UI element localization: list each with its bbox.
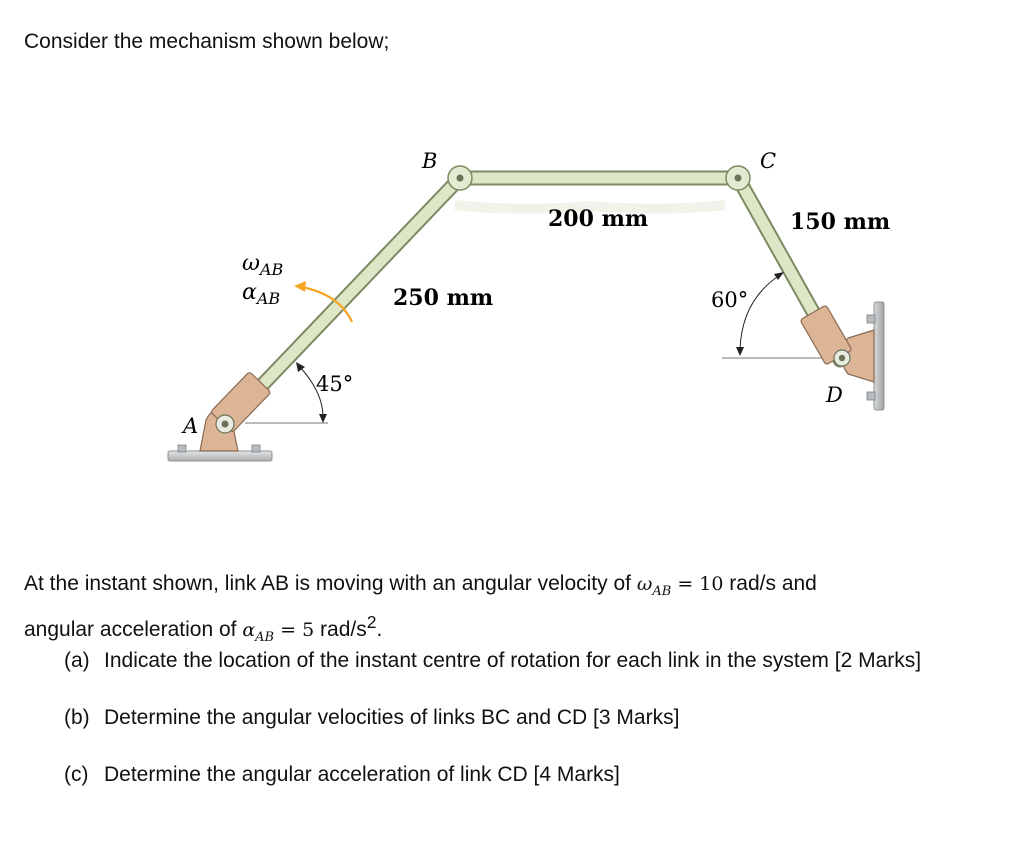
alpha-ab-symbol: αAB = 5: [242, 618, 315, 645]
intro-text: Consider the mechanism shown below;: [24, 30, 390, 53]
part-text: Determine the angular acceleration of li…: [104, 763, 620, 786]
question-part-b: (b) Determine the angular velocities of …: [64, 703, 1004, 732]
question-part-c: (c) Determine the angular acceleration o…: [64, 760, 1004, 789]
pin-c: [725, 165, 751, 191]
label-a: A: [181, 414, 198, 438]
problem-statement: At the instant shown, link AB is moving …: [24, 572, 817, 645]
omega-alpha-arrow: [294, 281, 354, 323]
omega-ab-label: ωAB: [242, 251, 284, 279]
length-ab-label: 250 mm: [393, 285, 493, 311]
alpha-ab-label: αAB: [242, 280, 280, 308]
wall-support-d: [800, 301, 885, 411]
question-part-a: (a) Indicate the location of the instant…: [64, 646, 1004, 675]
angle-60-label: 60°: [711, 288, 748, 312]
length-cd-label: 150 mm: [790, 209, 890, 235]
label-d: D: [825, 383, 843, 407]
part-text: Indicate the location of the instant cen…: [104, 649, 922, 672]
label-c: C: [760, 149, 776, 173]
part-label: (b): [64, 706, 90, 729]
collar-a: [211, 372, 271, 434]
angle-45-marker: [245, 362, 328, 424]
pin-b: [447, 165, 473, 191]
omega-ab-symbol: ωAB = 10: [636, 573, 724, 599]
length-bc-label: 200 mm: [548, 206, 648, 232]
question-parts: (a) Indicate the location of the instant…: [64, 646, 1004, 789]
part-label: (c): [64, 763, 89, 786]
part-label: (a): [64, 649, 90, 672]
angle-60-marker: [722, 272, 822, 359]
link-ab: [217, 170, 468, 432]
label-b: B: [421, 149, 437, 173]
mechanism-figure: A B C D 200 mm 150 mm 250 mm 45° 60° ωAB…: [167, 149, 890, 462]
angle-45-label: 45°: [316, 372, 353, 396]
part-text: Determine the angular velocities of link…: [104, 706, 680, 729]
